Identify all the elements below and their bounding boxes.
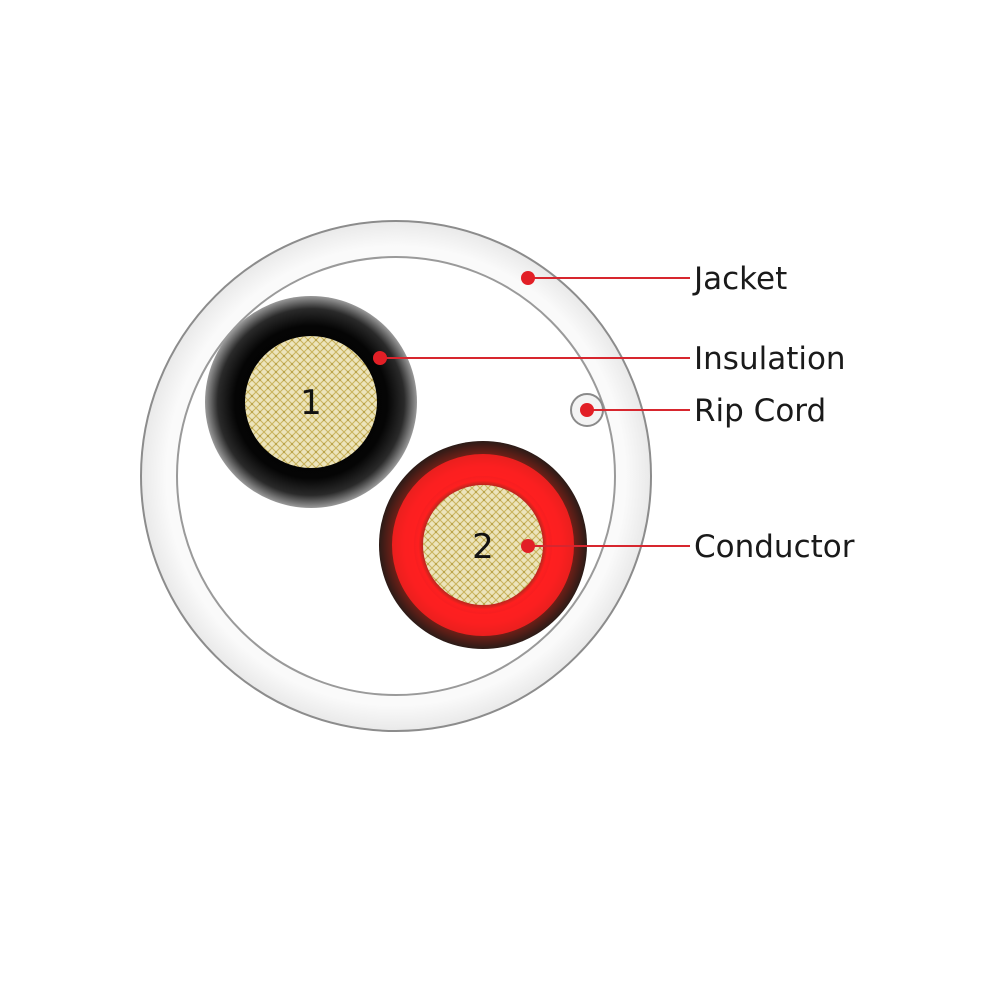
leader-dot-insulation — [373, 351, 387, 365]
conductor-1-strands — [245, 336, 377, 468]
callout-conductor: Conductor — [694, 529, 855, 565]
conductor-1-assembly: 1 — [205, 296, 417, 508]
leader-dot-jacket — [521, 271, 535, 285]
conductor-2-strands — [423, 485, 543, 605]
jacket — [140, 220, 652, 732]
callout-insulation: Insulation — [694, 341, 846, 377]
callout-rip-cord: Rip Cord — [694, 393, 826, 429]
callout-jacket: Jacket — [692, 261, 787, 297]
leader-dot-conductor — [521, 539, 535, 553]
leader-dots — [373, 271, 594, 553]
leader-lines — [380, 277, 690, 547]
conductor-1-number: 1 — [300, 383, 322, 423]
leader-dot-rip-cord — [580, 403, 594, 417]
conductor-2-assembly: 2 — [379, 441, 587, 649]
conductor-2-number: 2 — [472, 527, 494, 567]
